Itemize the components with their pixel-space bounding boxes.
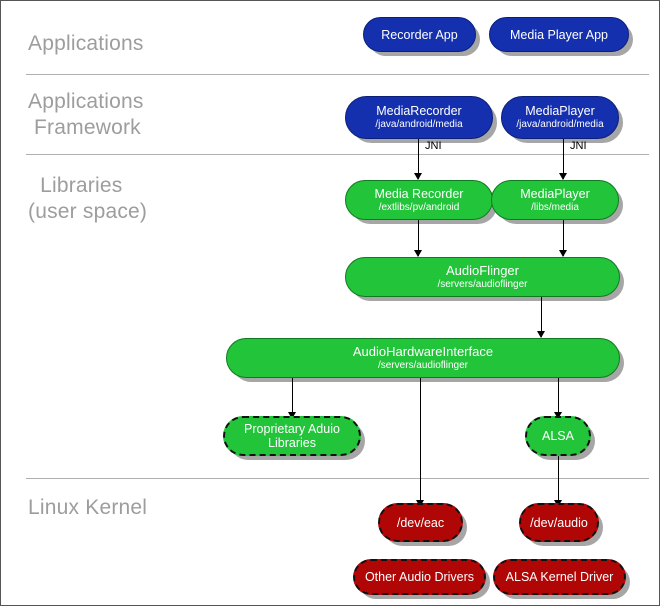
connector-label-jni-left: JNI <box>425 140 442 152</box>
node-alsa[interactable]: ALSA <box>525 416 591 456</box>
arrowhead-jni-right <box>559 173 567 180</box>
arrowhead-jni-left <box>414 173 422 180</box>
node-media-recorder-framework[interactable]: MediaRecorder /java/android/media <box>345 96 493 139</box>
node-audio-flinger[interactable]: AudioFlinger /servers/audioflinger <box>345 257 620 297</box>
node-alsa-kernel-driver[interactable]: ALSA Kernel Driver <box>493 559 626 595</box>
connector-label-jni-right: JNI <box>570 140 587 152</box>
node-proprietary-audio-libraries-line2: Libraries <box>268 436 316 450</box>
node-recorder-app[interactable]: Recorder App <box>363 17 476 52</box>
node-media-player-library-path: /libs/media <box>531 201 579 213</box>
connector-player-to-flinger <box>563 220 564 256</box>
node-other-audio-drivers-title: Other Audio Drivers <box>364 570 475 584</box>
node-media-recorder-framework-title: MediaRecorder <box>376 104 462 119</box>
node-media-player-framework-path: /java/android/media <box>516 119 604 131</box>
node-media-player-library[interactable]: MediaPlayer /libs/media <box>491 180 619 220</box>
connector-recorder-to-flinger <box>418 220 419 256</box>
node-dev-eac[interactable]: /dev/eac <box>378 503 463 542</box>
divider-applications <box>26 74 649 75</box>
node-media-recorder-library-title: Media Recorder <box>374 186 464 201</box>
node-alsa-kernel-driver-title: ALSA Kernel Driver <box>505 570 614 584</box>
node-media-recorder-framework-path: /java/android/media <box>375 119 463 131</box>
node-proprietary-audio-libraries-line1: Proprietary Aduio <box>244 422 340 436</box>
node-dev-audio[interactable]: /dev/audio <box>519 503 599 542</box>
node-media-player-app-title: Media Player App <box>510 27 608 42</box>
connector-flinger-to-hardware <box>541 297 542 337</box>
layer-label-applications: Applications <box>28 32 144 55</box>
connector-jni-left <box>418 139 419 179</box>
node-media-player-framework-title: MediaPlayer <box>525 104 595 119</box>
node-audio-hardware-interface[interactable]: AudioHardwareInterface /servers/audiofli… <box>226 338 620 378</box>
arrowhead-recorder-to-flinger <box>414 250 422 257</box>
connector-alsa-to-dev-audio <box>558 456 559 506</box>
layer-label-libraries: Libraries (user space) <box>28 174 148 223</box>
node-recorder-app-title: Recorder App <box>381 27 458 42</box>
divider-framework <box>26 154 649 155</box>
node-media-player-library-title: MediaPlayer <box>520 186 590 201</box>
node-audio-hardware-interface-path: /servers/audioflinger <box>377 360 469 372</box>
layer-label-applications-framework: Applications Framework <box>28 90 144 139</box>
node-audio-flinger-title: AudioFlinger <box>446 262 519 278</box>
node-media-player-app[interactable]: Media Player App <box>489 17 629 52</box>
layer-label-linux-kernel: Linux Kernel <box>28 496 148 519</box>
connector-jni-right <box>563 139 564 179</box>
arrowhead-player-to-flinger <box>559 250 567 257</box>
node-dev-audio-title: /dev/audio <box>530 515 588 530</box>
node-media-player-framework[interactable]: MediaPlayer /java/android/media <box>501 96 619 139</box>
node-media-recorder-library[interactable]: Media Recorder /extlibs/pv/android <box>345 180 493 220</box>
connector-hardware-to-dev-eac <box>420 378 421 506</box>
node-media-recorder-library-path: /extlibs/pv/android <box>378 201 460 213</box>
node-dev-eac-title: /dev/eac <box>396 515 445 530</box>
arrowhead-flinger-to-hardware <box>537 331 545 338</box>
connector-hardware-to-alsa <box>558 378 559 418</box>
node-audio-flinger-path: /servers/audioflinger <box>437 279 528 291</box>
node-proprietary-audio-libraries[interactable]: Proprietary Aduio Libraries <box>223 416 361 456</box>
node-other-audio-drivers[interactable]: Other Audio Drivers <box>353 559 486 595</box>
connector-hardware-to-proprietary <box>292 378 293 418</box>
node-audio-hardware-interface-title: AudioHardwareInterface <box>352 343 494 359</box>
node-alsa-title: ALSA <box>542 429 574 443</box>
divider-kernel <box>26 478 649 479</box>
